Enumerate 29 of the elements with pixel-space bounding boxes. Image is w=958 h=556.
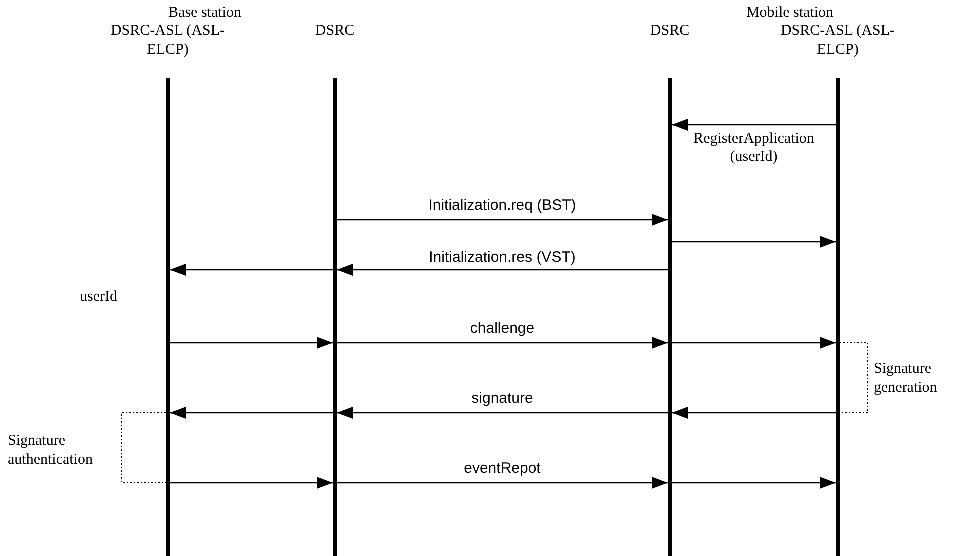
- message-arrow: [170, 264, 333, 276]
- message-label: challenge: [469, 320, 536, 338]
- message-arrow: [170, 407, 333, 419]
- group-heading: Mobile station: [745, 4, 835, 23]
- message-arrow: [337, 337, 668, 349]
- lifeline-header: DSRC-ASL (ASL-ELCP): [780, 22, 896, 60]
- group-heading: Base station: [168, 4, 242, 23]
- message-arrow: [337, 214, 668, 226]
- message-arrow: [337, 264, 668, 276]
- message-arrow: [337, 407, 668, 419]
- message-arrow: [672, 407, 836, 419]
- note-text: Signature authentication: [8, 432, 94, 470]
- message-arrow: [170, 337, 333, 349]
- message-arrow: [672, 236, 836, 248]
- lifeline-header: DSRC-ASL (ASL-ELCP): [110, 22, 226, 60]
- message-arrow: [672, 119, 836, 131]
- note-text: Signature generation: [874, 360, 938, 398]
- message-label: Initialization.res (VST): [428, 249, 577, 267]
- parameter-label: userId: [80, 288, 118, 307]
- message-arrow: [672, 477, 836, 489]
- message-label: signature: [470, 390, 534, 408]
- message-arrow: [672, 337, 836, 349]
- message-arrow: [170, 477, 333, 489]
- message-arrow: [337, 477, 668, 489]
- message-label: Initialization.req (BST): [428, 197, 578, 215]
- message-label: eventRepot: [463, 460, 542, 478]
- lifeline-header: DSRC: [649, 22, 691, 41]
- message-label: RegisterApplication (userId): [692, 130, 816, 166]
- lifeline-header: DSRC: [314, 22, 356, 41]
